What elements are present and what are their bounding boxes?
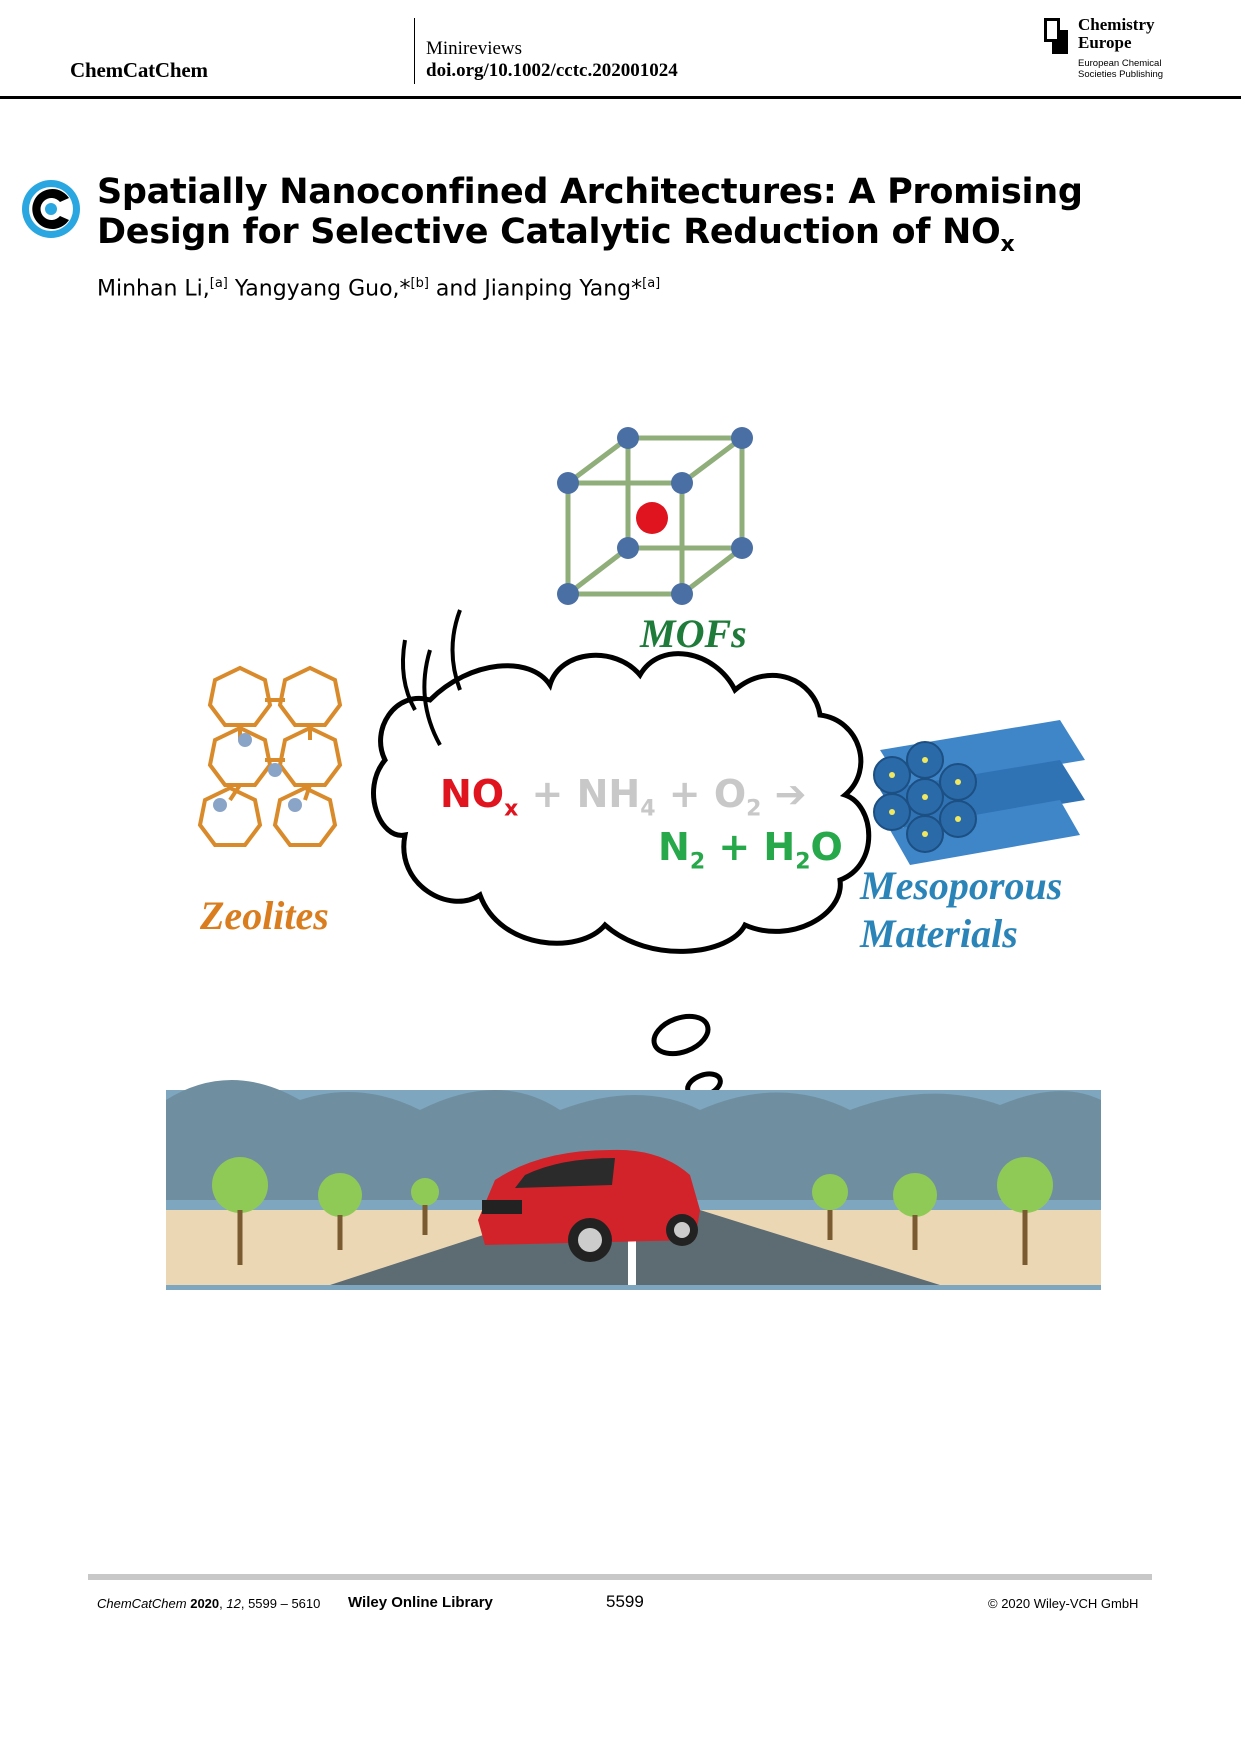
publisher-name: Chemistry Europe [1078,16,1154,52]
wiley-online-library-link[interactable]: Wiley Online Library [348,1594,493,1611]
mof-guest-icon [636,502,668,534]
mofs-label: MOFs [640,611,747,656]
chemistry-europe-logo-icon [1044,18,1068,54]
zeolite-framework-icon [197,665,343,847]
cite-pages: 5599 – 5610 [248,1596,321,1611]
n2-sub: 2 [689,849,706,875]
cite-volume: 12 [226,1596,241,1611]
cite-year: 2020 [190,1596,220,1611]
h2o-text: + H [705,825,796,869]
page-number: 5599 [606,1592,644,1611]
nh-text: + NH [518,772,641,816]
header-rule [0,96,1241,99]
citation: ChemCatChem 2020, 12, 5599 – 5610 [97,1596,321,1611]
copyright: © 2020 Wiley-VCH GmbH [988,1596,1139,1611]
reaction-arrow-icon: ➔ [761,772,807,816]
reaction-products: N2 + H2O [658,825,843,875]
cite-journal: ChemCatChem [97,1596,187,1611]
publisher-name-line2: Europe [1078,33,1132,52]
section-label: Minireviews [426,38,523,59]
h2o-sub: 2 [795,849,811,875]
nox-sub: x [504,796,519,822]
nox-text: NO [440,772,505,816]
publisher-subtitle: European Chemical Societies Publishing [1078,58,1163,80]
mesoporous-line1: Mesoporous [860,863,1063,908]
mof-cube-icon [565,435,745,597]
car-icon [478,1149,700,1262]
publisher-sub-line1: European Chemical [1078,58,1162,69]
article-title: Spatially Nanoconfined Architectures: A … [97,172,1217,265]
mesoporous-line2: Materials [860,911,1018,956]
affiliation-mark: [b] [410,276,429,291]
header-divider [414,18,415,84]
title-subscript: x [1000,232,1015,257]
zeolites-label: Zeolites [200,893,329,938]
affiliation-mark: [a] [642,276,661,291]
reaction-reactants: NOx + NH4 + O2 ➔ [440,772,807,822]
affiliation-mark: [a] [209,276,228,291]
thought-cloud-icon [371,651,872,954]
o2-sub: 2 [746,796,762,822]
mesoporous-tubes-icon [873,720,1085,865]
title-text: Spatially Nanoconfined Architectures: A … [97,172,1083,252]
doi-link[interactable]: doi.org/10.1002/cctc.202001024 [426,60,678,81]
mof-nodes [557,427,753,605]
journal-name: ChemCatChem [70,58,208,82]
nh-sub: 4 [640,796,656,822]
o2-text: + O [655,772,747,816]
mesoporous-label: Mesoporous Materials [860,862,1062,958]
zeolite-guests [213,733,302,812]
graphical-abstract [166,427,1101,1290]
chemcatchem-logo-icon [22,180,80,238]
publisher-name-line1: Chemistry [1078,15,1155,34]
author-list: Minhan Li,[a] Yangyang Guo,*[b] and Jian… [97,276,660,301]
author-name[interactable]: Minhan Li, [97,276,210,302]
author-name[interactable]: and Jianping Yang* [428,276,643,302]
n2-text: N [658,825,690,869]
publisher-sub-line2: Societies Publishing [1078,69,1164,80]
author-name[interactable]: Yangyang Guo,* [227,276,411,302]
footer-rule [88,1574,1152,1580]
h2o-o-text: O [810,825,843,869]
landscape-scene [166,1080,1101,1290]
